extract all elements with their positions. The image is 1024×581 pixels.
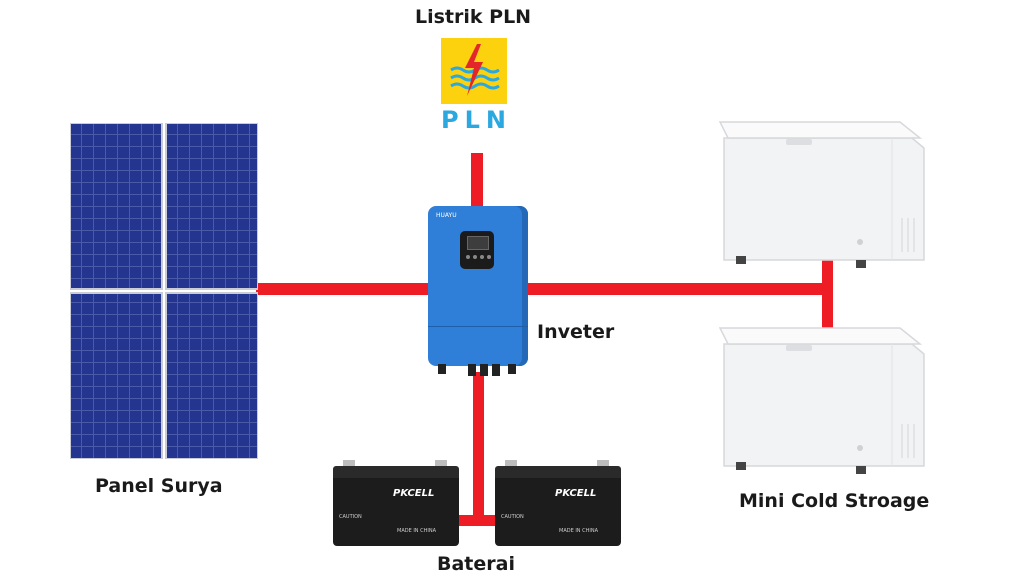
battery-caution: CAUTION — [501, 514, 524, 520]
wire-storage-vertical — [822, 258, 833, 332]
wire-battery-bridge — [455, 515, 505, 526]
cold-storage-label: Mini Cold Stroage — [739, 490, 930, 512]
solar-panel-icon — [70, 123, 258, 459]
inverter-screen — [467, 236, 489, 250]
battery-made-in: MADE IN CHINA — [559, 528, 599, 534]
battery-terminal-icon — [435, 460, 447, 466]
freezer-top-icon — [718, 121, 925, 268]
solar-panel-label: Panel Surya — [95, 475, 223, 497]
battery-brand: PKCELL — [555, 488, 597, 499]
wire-inverter-to-storage — [527, 283, 833, 295]
battery-label: Baterai — [437, 553, 515, 575]
inverter-label: Inveter — [537, 321, 615, 343]
pln-logo-text: PLN — [441, 106, 512, 134]
inverter-divider — [428, 326, 528, 327]
inverter-display-panel — [460, 231, 494, 269]
pln-logo-icon — [441, 38, 507, 104]
battery-terminal-icon — [505, 460, 517, 466]
battery-terminal-icon — [343, 460, 355, 466]
wire-inverter-to-battery — [473, 372, 484, 522]
inverter-brand: HUAYU — [436, 212, 457, 219]
inverter-connectors-icon — [438, 364, 516, 376]
battery-brand: PKCELL — [393, 488, 435, 499]
battery-right: PKCELL CAUTION MADE IN CHINA — [495, 460, 621, 546]
inverter-buttons — [466, 255, 491, 261]
wire-pln-to-inverter — [471, 153, 483, 213]
battery-made-in: MADE IN CHINA — [397, 528, 437, 534]
battery-left: PKCELL CAUTION MADE IN CHINA — [333, 460, 459, 546]
pln-title: Listrik PLN — [415, 6, 532, 28]
inverter-device: HUAYU — [428, 206, 528, 366]
battery-terminal-icon — [597, 460, 609, 466]
wire-solar-to-inverter — [256, 283, 434, 295]
battery-caution: CAUTION — [339, 514, 362, 520]
freezer-bottom-icon — [718, 327, 925, 474]
